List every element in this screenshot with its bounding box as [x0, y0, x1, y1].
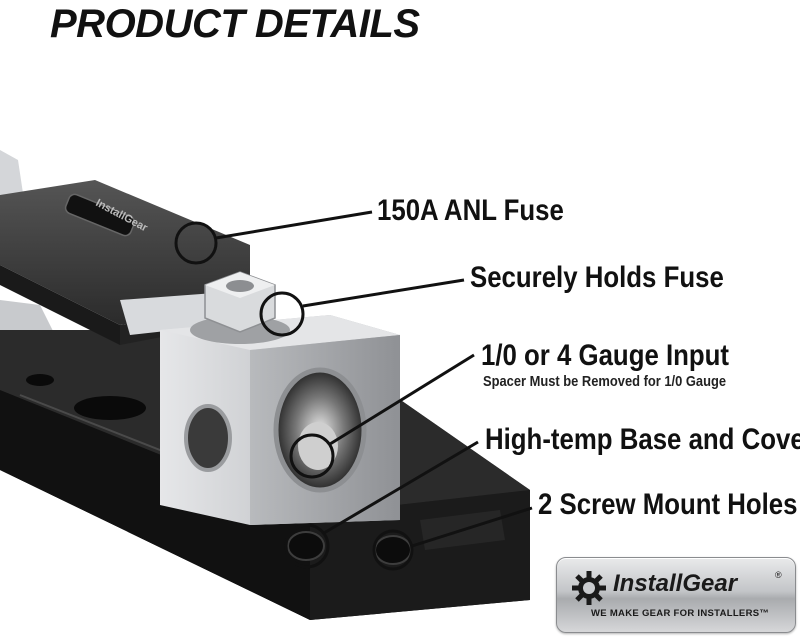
base-slot-hole	[74, 396, 146, 420]
page-title: PRODUCT DETAILS	[50, 2, 420, 46]
callout-holds-fuse: Securely Holds Fuse	[470, 261, 724, 294]
callout-gauge-note: Spacer Must be Removed for 1/0 Gauge	[483, 373, 727, 390]
callout-fuse: 150A ANL Fuse	[377, 194, 564, 227]
marker-holds-fuse	[259, 291, 305, 337]
marker-base	[284, 523, 330, 569]
marker-input	[289, 433, 335, 479]
mount-hole-left	[287, 531, 325, 561]
input-hole-left	[184, 404, 232, 472]
registered-mark: ®	[775, 570, 782, 580]
mount-hole-right	[374, 535, 412, 565]
hex-bolt	[190, 271, 290, 344]
brand-badge: InstallGear ® WE MAKE GEAR FOR INSTALLER…	[556, 557, 796, 633]
gear-icon	[572, 571, 606, 605]
base-small-hole	[26, 374, 54, 386]
brand-name: InstallGear	[613, 570, 738, 597]
callout-base-cover: High-temp Base and Cover	[485, 423, 800, 456]
marker-mount-holes	[372, 529, 414, 571]
fuse-window	[64, 193, 136, 237]
callout-mount-holes: 2 Screw Mount Holes	[538, 488, 798, 521]
marker-fuse	[174, 221, 218, 265]
brand-tagline: WE MAKE GEAR FOR INSTALLERS™	[591, 608, 770, 619]
callout-gauge-input: 1/0 or 4 Gauge Input	[481, 339, 730, 372]
callout-markers	[174, 210, 533, 571]
terminal-block	[160, 315, 400, 525]
